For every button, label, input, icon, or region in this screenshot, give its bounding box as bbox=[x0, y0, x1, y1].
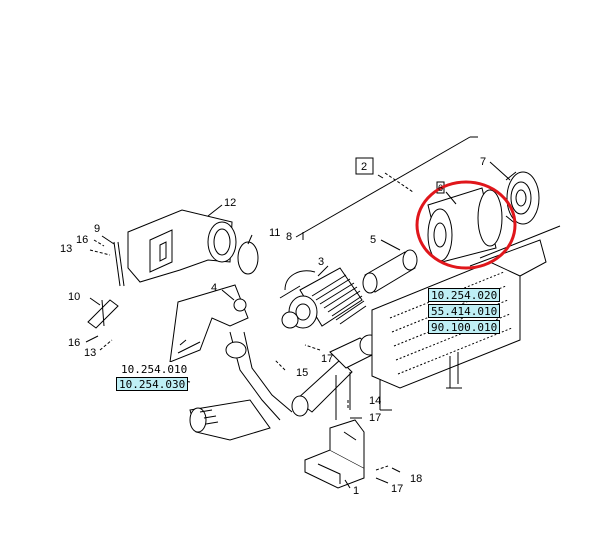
reference-label-10-254-010: 10.254.010 bbox=[118, 362, 191, 376]
intake-elbow bbox=[127, 209, 237, 283]
mounting-bracket bbox=[304, 419, 365, 489]
intake-hose-run bbox=[169, 284, 293, 441]
callout-1: 1 bbox=[353, 485, 359, 497]
callout-7: 7 bbox=[480, 156, 486, 168]
support-rods bbox=[87, 241, 125, 329]
outer-filter-element bbox=[427, 187, 503, 263]
outlet-pipe bbox=[291, 334, 381, 420]
callout-3: 3 bbox=[318, 256, 324, 268]
callout-16-upper: 16 bbox=[76, 234, 88, 246]
callout-11: 11 bbox=[269, 227, 280, 239]
callout-5: 5 bbox=[370, 234, 376, 246]
callout-13-lower: 13 bbox=[84, 347, 96, 359]
reference-link-10-254-030[interactable]: 10.254.030 bbox=[116, 377, 189, 391]
inner-filter-element bbox=[362, 249, 418, 294]
callout-6: 6 bbox=[438, 183, 443, 193]
callout-10: 10 bbox=[68, 291, 80, 303]
reference-link-10-254-020[interactable]: 10.254.020 bbox=[428, 288, 501, 302]
callout-4: 4 bbox=[211, 282, 217, 294]
callout-14: 14 bbox=[369, 395, 381, 407]
callout-17-bottom: 17 bbox=[391, 483, 403, 495]
callout-17-mid: 17 bbox=[321, 353, 333, 365]
callout-2: 2 bbox=[361, 161, 367, 173]
highlight-ring bbox=[415, 180, 517, 270]
bracket-line bbox=[295, 136, 471, 238]
callout-box-2 bbox=[355, 157, 374, 175]
callout-8: 8 bbox=[286, 231, 292, 243]
callout-13-upper: 13 bbox=[60, 243, 72, 255]
end-cover bbox=[505, 171, 540, 225]
callout-12: 12 bbox=[224, 197, 236, 209]
reference-link-90-100-010[interactable]: 90.100.010 bbox=[428, 320, 501, 334]
callout-17-right: 17 bbox=[369, 412, 381, 424]
callout-16-lower: 16 bbox=[68, 337, 80, 349]
leader-lines bbox=[85, 161, 511, 489]
callout-15: 15 bbox=[296, 367, 308, 379]
callout-18: 18 bbox=[410, 473, 422, 485]
hose-clamp-ring bbox=[237, 241, 259, 275]
callout-9: 9 bbox=[94, 223, 100, 235]
air-cleaner-housing bbox=[279, 267, 367, 329]
reference-link-55-414-010[interactable]: 55.414.010 bbox=[428, 304, 501, 318]
